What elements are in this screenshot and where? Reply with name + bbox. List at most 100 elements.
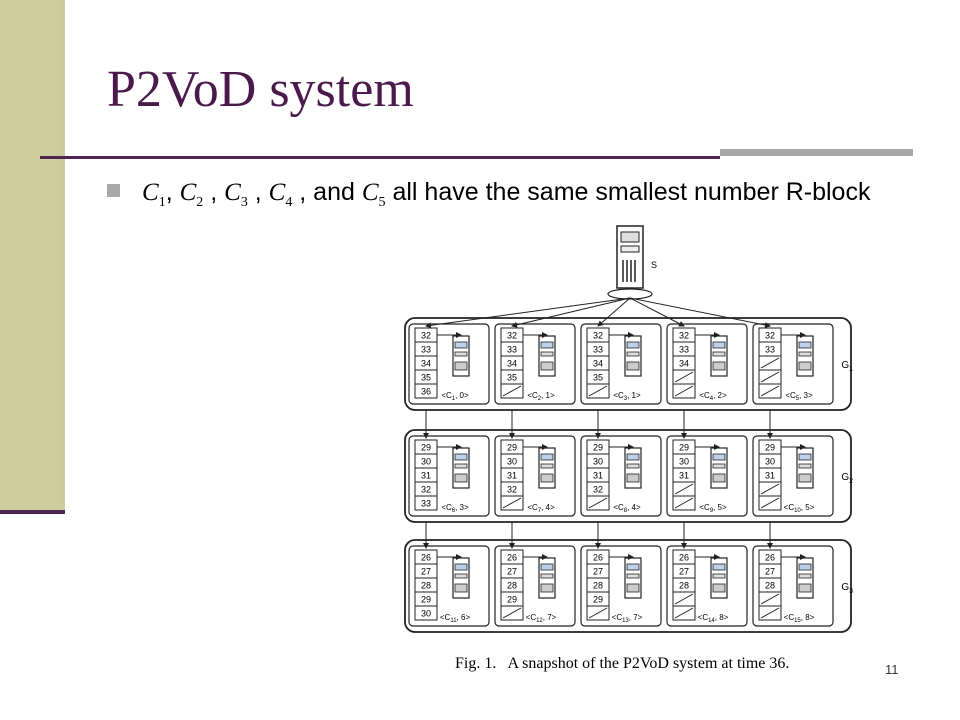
block-number: 27	[421, 567, 431, 577]
client-pc-slot-icon	[798, 573, 812, 579]
client-pc-slot-icon	[454, 453, 468, 461]
block-number: 31	[593, 471, 603, 481]
bullet-tail: all have the same smallest number R-bloc…	[385, 178, 871, 206]
block-number: 26	[507, 553, 517, 563]
block-number: 33	[421, 499, 431, 509]
block-number: 27	[593, 567, 603, 577]
empty-block-slash	[502, 497, 522, 509]
server-base-icon	[607, 288, 653, 300]
block-number: 26	[421, 553, 431, 563]
client-tag: <C1, 0>	[441, 391, 469, 402]
block-number: 31	[765, 471, 775, 481]
client-pc-slot-icon	[712, 361, 726, 371]
figure-caption: Fig. 1. A snapshot of the P2VoD system a…	[455, 655, 790, 672]
block-number: 29	[679, 443, 689, 453]
client-tag: <C4, 2>	[699, 391, 727, 402]
block-number: 29	[421, 595, 431, 605]
empty-block-slash	[760, 497, 780, 509]
client-list: C1, C2 , C3 , C4 , and C5	[142, 178, 386, 210]
page-number: 11	[885, 662, 899, 677]
client-box	[752, 323, 834, 405]
block-number: 29	[593, 595, 603, 605]
bullet-text: C1, C2 , C3 , C4 , and C5 all have the s…	[142, 175, 902, 220]
block-number: 33	[507, 345, 517, 355]
block-number: 28	[507, 581, 517, 591]
block-number: 26	[765, 553, 775, 563]
client-box	[666, 545, 748, 627]
client-pc-slot-icon	[540, 463, 554, 469]
block-number: 36	[421, 387, 431, 397]
empty-block-slash	[674, 593, 694, 605]
empty-block-slash	[674, 497, 694, 509]
block-number: 26	[679, 553, 689, 563]
client-pc-slot-icon	[454, 361, 468, 371]
client-box	[494, 545, 576, 627]
block-number: 31	[421, 471, 431, 481]
client-box	[580, 323, 662, 405]
block-cell	[414, 383, 438, 399]
server-arrow	[511, 297, 631, 328]
client-pc-slot-icon	[626, 573, 640, 579]
client-var-1: C1	[142, 179, 166, 210]
block-number: 35	[421, 373, 431, 383]
client-pc-slot-icon	[798, 563, 812, 571]
empty-block-slash	[760, 385, 780, 397]
client-tag: <C13, 7>	[612, 613, 643, 624]
group-box	[404, 317, 852, 411]
client-box	[580, 545, 662, 627]
client-box	[666, 435, 748, 517]
client-tag: <C7, 4>	[527, 503, 555, 514]
client-var-2: C2	[179, 179, 204, 210]
block-number: 30	[421, 457, 431, 467]
client-box	[494, 323, 576, 405]
client-box	[752, 435, 834, 517]
group-box	[404, 539, 852, 633]
client-pc-slot-icon	[454, 341, 468, 349]
server-arrow	[597, 297, 631, 327]
client-pc-slot-icon	[712, 473, 726, 483]
client-box	[494, 435, 576, 517]
client-pc-slot-icon	[798, 473, 812, 483]
block-number: 28	[679, 581, 689, 591]
block-number: 32	[507, 331, 517, 341]
server-label: S	[651, 260, 657, 270]
block-cell	[414, 495, 438, 511]
client-var-3: C3	[224, 179, 248, 210]
block-number: 35	[593, 373, 603, 383]
client-separator: ,	[247, 178, 269, 206]
client-tag: <C10, 5>	[784, 503, 815, 514]
client-pc-slot-icon	[712, 341, 726, 349]
client-tag: <C3, 1>	[613, 391, 641, 402]
block-number: 31	[507, 471, 517, 481]
client-tag: <C6, 3>	[441, 503, 469, 514]
block-number: 33	[593, 345, 603, 355]
block-number: 32	[421, 485, 431, 495]
empty-block-slash	[588, 607, 608, 619]
block-number: 27	[507, 567, 517, 577]
client-box	[752, 545, 834, 627]
block-number: 29	[421, 443, 431, 453]
empty-block-slash	[760, 357, 780, 369]
slide-title: P2VoD system	[107, 61, 414, 118]
empty-block-slash	[760, 371, 780, 383]
empty-block-slash	[760, 607, 780, 619]
empty-block-slash	[502, 607, 522, 619]
client-pc-slot-icon	[626, 361, 640, 371]
block-number: 32	[765, 331, 775, 341]
client-pc-slot-icon	[540, 573, 554, 579]
block-number: 30	[421, 609, 431, 619]
client-tag: <C15, 8>	[784, 613, 815, 624]
client-pc-slot-icon	[712, 351, 726, 357]
block-number: 35	[507, 373, 517, 383]
block-number: 29	[765, 443, 775, 453]
block-number: 32	[421, 331, 431, 341]
client-pc-slot-icon	[626, 563, 640, 571]
client-tag: <C2, 1>	[527, 391, 555, 402]
block-number: 31	[679, 471, 689, 481]
client-pc-slot-icon	[712, 453, 726, 461]
empty-block-slash	[760, 593, 780, 605]
block-number: 30	[679, 457, 689, 467]
block-cell	[414, 605, 438, 621]
block-number: 29	[507, 595, 517, 605]
